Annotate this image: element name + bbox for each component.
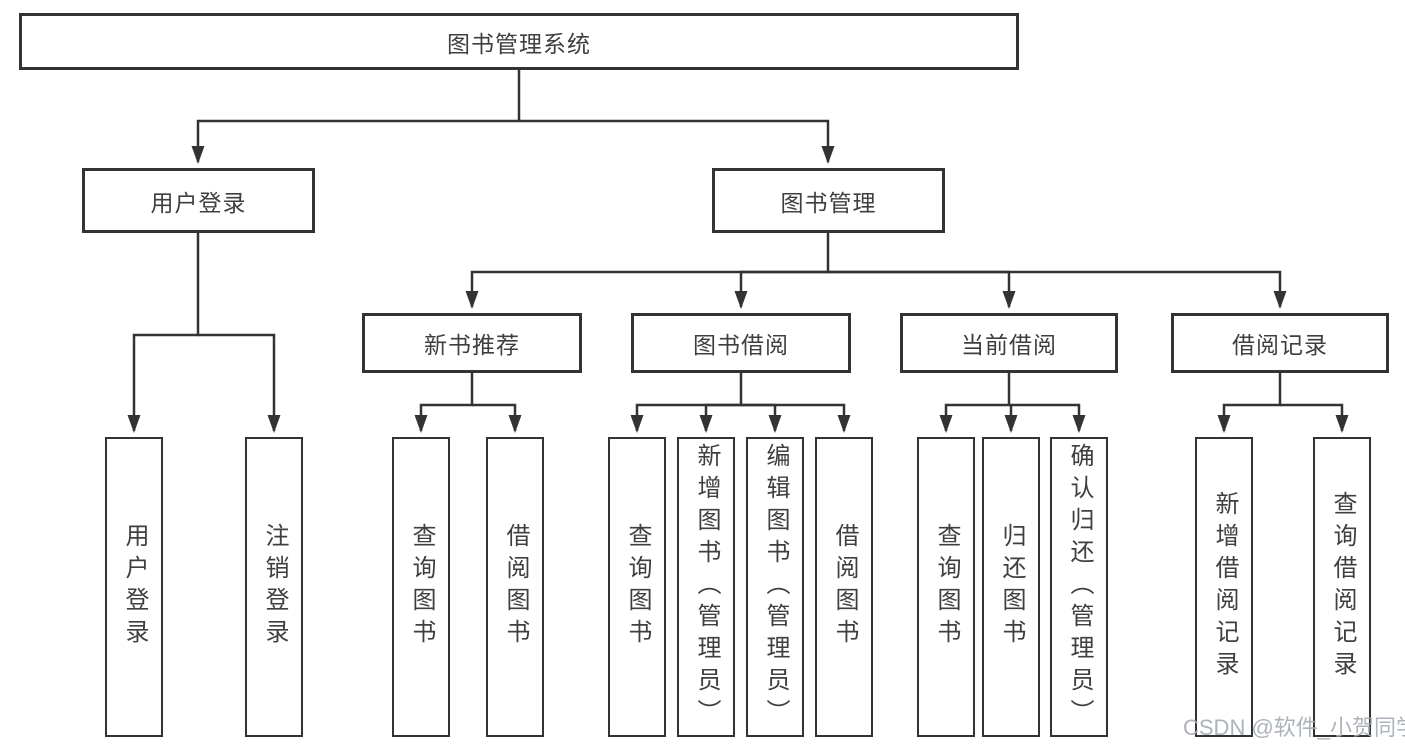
leaf-borrow-book-rec-label: 借阅图书: [502, 523, 529, 651]
leaf-query-book-borrow: 查询图书: [608, 437, 666, 737]
leaf-logout-label: 注销登录: [261, 523, 288, 651]
leaf-return-book-label: 归还图书: [998, 523, 1025, 651]
leaf-confirm-return-admin: 确认归还（管理员）: [1050, 437, 1108, 737]
leaf-query-book-borrow-label: 查询图书: [624, 523, 651, 651]
node-book-management-label: 图书管理: [780, 189, 877, 216]
leaf-add-borrow-record-label: 新增借阅记录: [1211, 491, 1238, 683]
node-root-label: 图书管理系统: [447, 30, 591, 57]
node-new-book-recommend: 新书推荐: [362, 313, 582, 373]
leaf-borrow-book-rec: 借阅图书: [486, 437, 544, 737]
leaf-query-book-rec-label: 查询图书: [408, 523, 435, 651]
leaf-query-book-rec: 查询图书: [392, 437, 450, 737]
node-user-login-label: 用户登录: [150, 189, 247, 216]
leaf-query-borrow-record: 查询借阅记录: [1313, 437, 1371, 737]
leaf-query-book-current-label: 查询图书: [933, 523, 960, 651]
leaf-borrow-book-label: 借阅图书: [831, 523, 858, 651]
node-root: 图书管理系统: [19, 13, 1019, 70]
leaf-add-borrow-record: 新增借阅记录: [1195, 437, 1253, 737]
node-user-login: 用户登录: [82, 168, 315, 233]
leaf-logout: 注销登录: [245, 437, 303, 737]
node-book-borrow: 图书借阅: [631, 313, 851, 373]
node-borrow-records: 借阅记录: [1171, 313, 1389, 373]
leaf-borrow-book: 借阅图书: [815, 437, 873, 737]
leaf-add-book-admin-label: 新增图书（管理员）: [693, 443, 720, 731]
leaf-return-book: 归还图书: [982, 437, 1040, 737]
node-book-management: 图书管理: [712, 168, 945, 233]
leaf-query-book-current: 查询图书: [917, 437, 975, 737]
leaf-confirm-return-admin-label: 确认归还（管理员）: [1066, 443, 1093, 731]
leaf-query-borrow-record-label: 查询借阅记录: [1329, 491, 1356, 683]
leaf-user-login-label: 用户登录: [121, 523, 148, 651]
node-book-borrow-label: 图书借阅: [693, 332, 789, 358]
node-current-borrow-label: 当前借阅: [961, 332, 1057, 358]
node-new-book-recommend-label: 新书推荐: [424, 332, 520, 358]
leaf-user-login: 用户登录: [105, 437, 163, 737]
leaf-edit-book-admin: 编辑图书（管理员）: [746, 437, 804, 737]
leaf-edit-book-admin-label: 编辑图书（管理员）: [762, 443, 789, 731]
node-current-borrow: 当前借阅: [900, 313, 1118, 373]
leaf-add-book-admin: 新增图书（管理员）: [677, 437, 735, 737]
csdn-watermark: CSDN @软件_小贺同学: [1183, 715, 1405, 740]
node-borrow-records-label: 借阅记录: [1232, 332, 1328, 358]
